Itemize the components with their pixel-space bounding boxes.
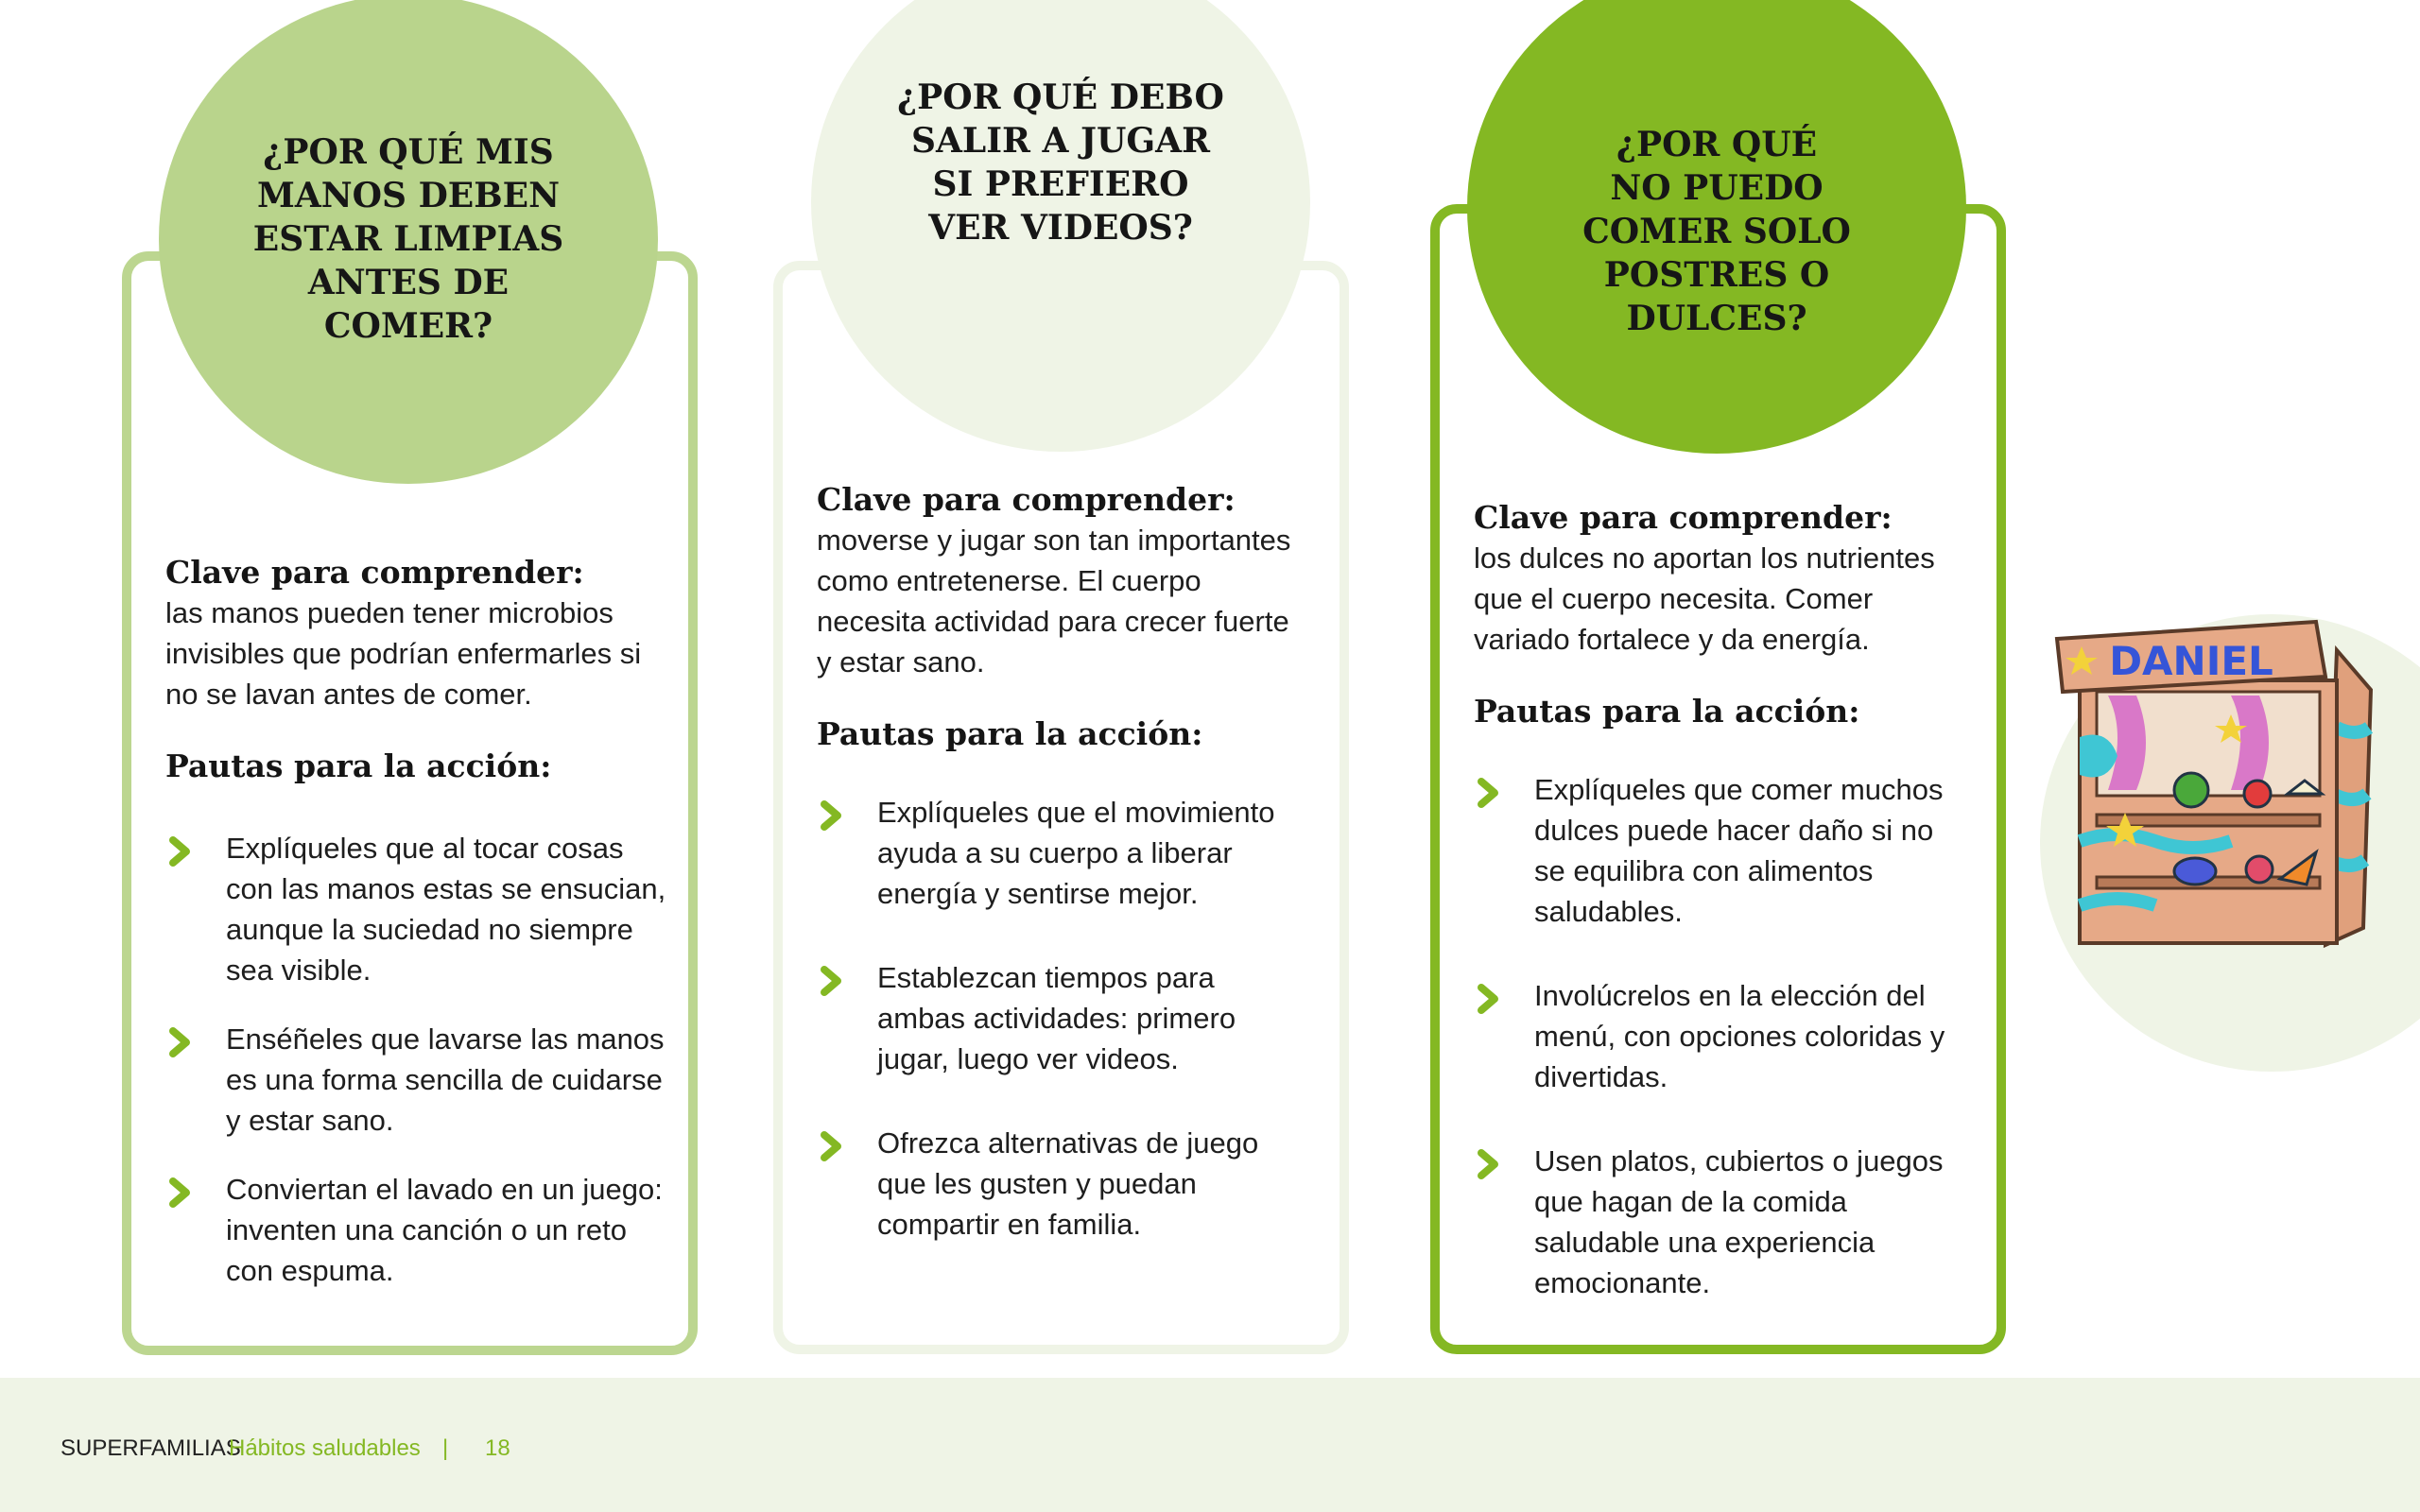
chevron-right-icon bbox=[821, 966, 841, 996]
key-text: los dulces no aportan los nutrientes que… bbox=[1474, 541, 1935, 656]
chevron-right-icon bbox=[1478, 984, 1498, 1014]
question-circle-hands: ¿POR QUÉ MIS MANOS DEBEN ESTAR LIMPIAS A… bbox=[159, 0, 658, 484]
key-title: Clave para comprender: bbox=[1474, 499, 1893, 536]
guide-title: Pautas para la acción: bbox=[817, 715, 1203, 752]
footer-separator: | bbox=[442, 1435, 449, 1461]
question-title: ¿POR QUÉ DEBO SALIR A JUGAR SI PREFIERO … bbox=[897, 77, 1224, 248]
card-content-play: Clave para comprender: moverse y jugar s… bbox=[817, 480, 1308, 1245]
key-title: Clave para comprender: bbox=[817, 481, 1236, 518]
chevron-right-icon bbox=[169, 1027, 190, 1057]
card-content-sweets: Clave para comprender: los dulces no apo… bbox=[1474, 498, 1965, 1303]
question-title: ¿POR QUÉ MIS MANOS DEBEN ESTAR LIMPIAS A… bbox=[252, 132, 564, 346]
guide-title: Pautas para la acción: bbox=[165, 747, 552, 784]
key-text: moverse y jugar son tan importantes como… bbox=[817, 524, 1291, 679]
list-item: Ofrezca alternativas de juego que les gu… bbox=[817, 1123, 1308, 1245]
chevron-right-icon bbox=[821, 800, 841, 831]
list-item: Usen platos, cubiertos o juegos que haga… bbox=[1474, 1141, 1965, 1303]
svg-text:DANIEL: DANIEL bbox=[2109, 638, 2273, 684]
chevron-right-icon bbox=[1478, 778, 1498, 808]
footer-bar bbox=[0, 1378, 2420, 1512]
chevron-right-icon bbox=[1478, 1149, 1498, 1179]
list-item: Enséñeles que lavarse las manos es una f… bbox=[165, 1019, 676, 1141]
list-item: Explíqueles que comer muchos dulces pued… bbox=[1474, 769, 1965, 932]
question-circle-play: ¿POR QUÉ DEBO SALIR A JUGAR SI PREFIERO … bbox=[811, 0, 1310, 452]
chevron-right-icon bbox=[169, 836, 190, 867]
key-title: Clave para comprender: bbox=[165, 554, 584, 591]
list-item: Involúcrelos en la elección del menú, co… bbox=[1474, 975, 1965, 1097]
footer-brand: SUPERFAMILIAS bbox=[60, 1435, 241, 1461]
card-content-hands: Clave para comprender: las manos pueden … bbox=[165, 553, 676, 1291]
chevron-right-icon bbox=[821, 1131, 841, 1161]
list-item: Establezcan tiempos para ambas actividad… bbox=[817, 957, 1308, 1079]
page-number: 18 bbox=[485, 1435, 510, 1461]
question-title: ¿POR QUÉ NO PUEDO COMER SOLO POSTRES O D… bbox=[1582, 125, 1851, 338]
market-stall-illustration: DANIEL bbox=[2054, 619, 2374, 949]
list-item: Explíqueles que al tocar cosas con las m… bbox=[165, 828, 676, 990]
footer-section: Hábitos saludables bbox=[229, 1435, 421, 1461]
question-circle-sweets: ¿POR QUÉ NO PUEDO COMER SOLO POSTRES O D… bbox=[1467, 0, 1966, 454]
guide-title: Pautas para la acción: bbox=[1474, 693, 1860, 730]
list-item: Conviertan el lavado en un juego: invent… bbox=[165, 1169, 676, 1291]
key-text: las manos pueden tener microbios invisib… bbox=[165, 596, 642, 711]
list-item: Explíqueles que el movimiento ayuda a su… bbox=[817, 792, 1308, 914]
chevron-right-icon bbox=[169, 1177, 190, 1208]
